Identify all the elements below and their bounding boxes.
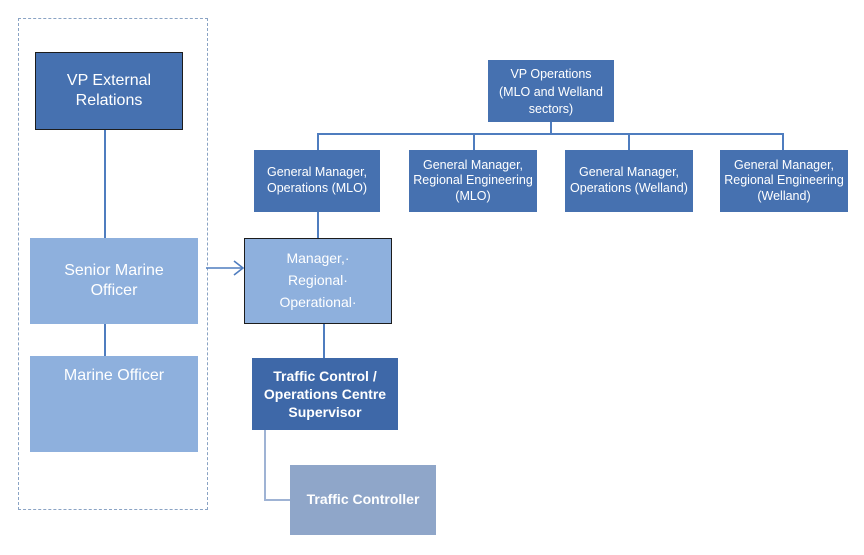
traffic-control-supervisor-label: Traffic Control / Operations Centre Supe…: [263, 367, 387, 421]
connector-supervisor-across: [264, 499, 290, 501]
connector-to-gm-eng-welland: [782, 133, 784, 150]
traffic-control-supervisor-box: Traffic Control / Operations Centre Supe…: [252, 358, 398, 430]
connector-to-gm-ops-mlo: [317, 133, 319, 150]
connector-to-gm-eng-mlo: [473, 133, 475, 150]
gm-engineering-welland-box: General Manager, Regional Engineering (W…: [720, 150, 848, 212]
gm-operations-mlo-label: General Manager, Operations (MLO): [266, 165, 368, 195]
gm-engineering-mlo-box: General Manager, Regional Engineering (M…: [409, 150, 537, 212]
marine-officer-label: Marine Officer: [63, 367, 165, 384]
gm-operations-welland-box: General Manager, Operations (Welland): [565, 150, 693, 212]
traffic-controller-box: Traffic Controller: [290, 465, 436, 535]
left-panel-frame: [18, 18, 208, 510]
connector-gm-to-manager: [317, 212, 319, 238]
manager-regional-operational-box: Manager,· Regional· Operational·: [244, 238, 392, 324]
connector-senior-to-marine: [104, 324, 106, 356]
vp-external-relations-box: VP External Relations: [35, 52, 183, 130]
gm-operations-mlo-box: General Manager, Operations (MLO): [254, 150, 380, 212]
vp-operations-box: VP Operations (MLO and Welland sectors): [488, 60, 614, 122]
connector-vp-ops-down: [550, 122, 552, 134]
connector-manager-to-supervisor: [323, 324, 325, 358]
arrow-senior-to-manager: [206, 260, 245, 276]
vp-operations-subtitle: (MLO and Welland sectors): [499, 85, 603, 116]
senior-marine-officer-box: Senior Marine Officer: [30, 238, 198, 324]
manager-label-line1: Manager,·: [286, 250, 350, 267]
vp-external-relations-label: VP External Relations: [66, 72, 152, 109]
marine-officer-box: Marine Officer: [30, 356, 198, 452]
connector-to-gm-ops-welland: [628, 133, 630, 150]
vp-operations-title: VP Operations: [510, 67, 592, 82]
gm-engineering-welland-label: General Manager, Regional Engineering (W…: [724, 157, 844, 203]
traffic-controller-label: Traffic Controller: [306, 491, 420, 508]
gm-engineering-mlo-label: General Manager, Regional Engineering (M…: [413, 157, 533, 203]
connector-supervisor-down: [264, 430, 266, 500]
manager-label-line2: Regional·: [288, 272, 348, 289]
manager-label-line3: Operational·: [279, 293, 357, 310]
connector-vp-external-to-senior: [104, 130, 106, 238]
senior-marine-officer-label: Senior Marine Officer: [64, 262, 164, 299]
connector-horizontal-bus: [317, 133, 783, 135]
gm-operations-welland-label: General Manager, Operations (Welland): [570, 165, 688, 195]
